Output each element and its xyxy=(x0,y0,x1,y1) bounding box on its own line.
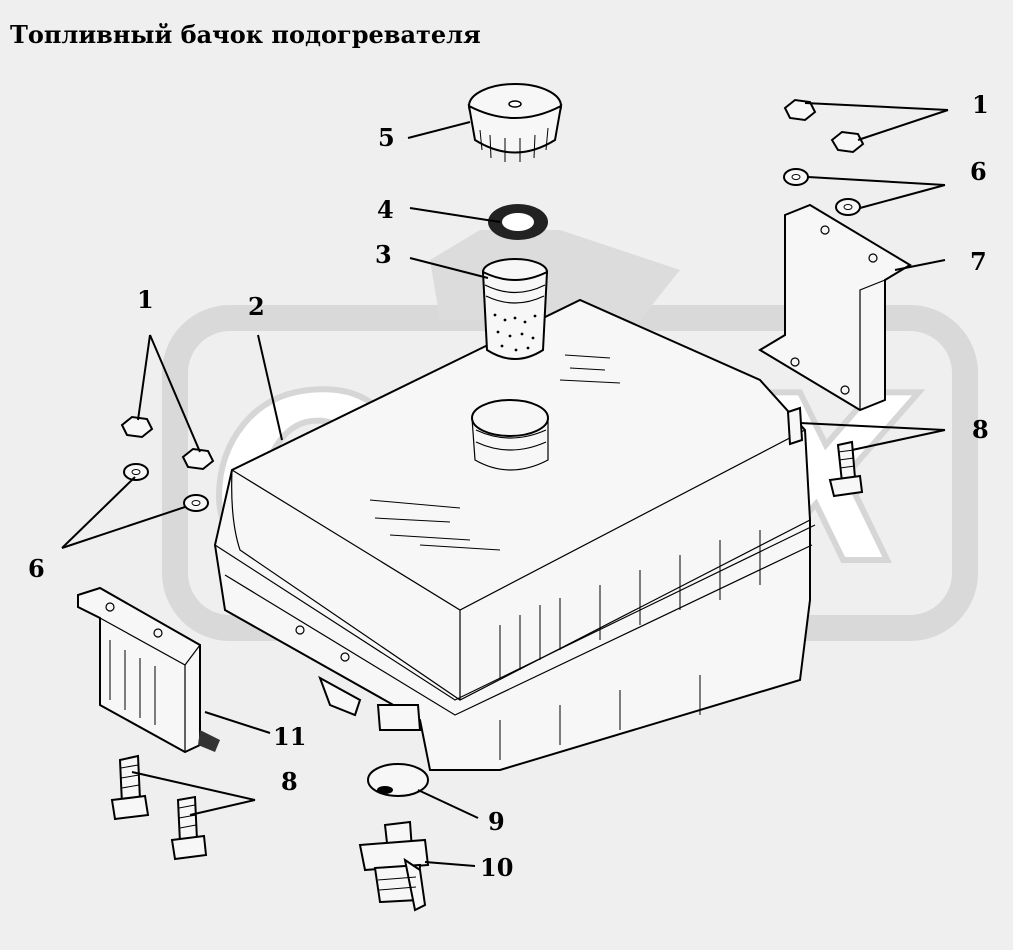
callout-bracket-right: 7 xyxy=(970,247,987,276)
callout-labels: 1 6 7 8 1 2 3 4 5 6 11 8 9 10 xyxy=(28,90,989,882)
callout-nut-right: 1 xyxy=(972,90,989,119)
filler-cap xyxy=(467,83,563,162)
callout-stud-right: 8 xyxy=(972,415,989,444)
nuts-right xyxy=(783,98,865,154)
bracket-right xyxy=(758,203,912,412)
drain-washer xyxy=(367,763,429,797)
washers-left xyxy=(123,463,209,512)
bracket-left xyxy=(77,586,220,754)
callout-tank: 2 xyxy=(248,292,265,321)
callout-cap: 5 xyxy=(378,123,395,152)
leader-lines xyxy=(61,102,949,867)
washers-right xyxy=(783,168,861,216)
callout-washer-left: 6 xyxy=(28,554,45,583)
fuel-tank xyxy=(213,298,816,771)
callout-gasket: 4 xyxy=(377,195,394,224)
callout-drain-valve: 10 xyxy=(480,853,513,882)
callout-filter: 3 xyxy=(375,240,392,269)
callout-stud-left: 8 xyxy=(281,767,298,796)
studs-left xyxy=(110,754,208,861)
callout-nut-left: 1 xyxy=(137,285,154,314)
gasket xyxy=(488,204,548,240)
studs-right xyxy=(786,406,864,498)
drain-valve xyxy=(358,820,430,912)
callout-bracket-left: 11 xyxy=(273,722,306,751)
filter-strainer xyxy=(481,258,549,360)
callout-washer-right: 6 xyxy=(970,157,987,186)
callout-drain-washer: 9 xyxy=(488,807,505,836)
page-title: Топливный бачок подогревателя xyxy=(10,20,481,49)
nuts-left xyxy=(120,415,215,471)
